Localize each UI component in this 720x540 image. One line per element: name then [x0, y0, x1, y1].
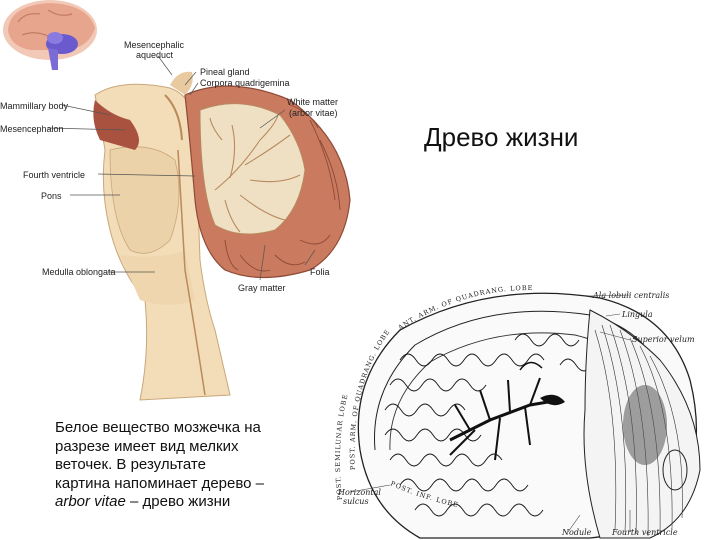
caption-line: разрезе имеет вид мелких [55, 437, 239, 455]
label-medulla-oblongata: Medulla oblongata [42, 267, 116, 277]
cerebellum-section-engraving: ANT. ARM. OF QUADRANG. LOBE POST. ARM. O… [334, 284, 701, 539]
caption-line: Белое вещество мозжечка на [55, 419, 261, 436]
label-mammillary-body: Mammillary body [0, 101, 69, 111]
label-superior-velum: Superior velum [632, 335, 695, 344]
label-sulcus: sulcus [343, 497, 369, 506]
label-fourth-ventricle-engraving: Fourth ventricle [612, 528, 678, 537]
label-ala-lobuli-centralis: Ala lobuli centralis [593, 291, 670, 300]
label-mesencephalic: Mesencephalic [124, 40, 185, 50]
slide-title: Древо жизни [424, 122, 579, 152]
cerebellum-sagittal-illustration [3, 0, 351, 401]
label-aqueduct: aqueduct [136, 50, 174, 60]
arc-label-side: POST. SEMILUNAR LOBE [334, 393, 350, 501]
label-pons: Pons [41, 191, 62, 201]
cerebellum [170, 71, 351, 279]
brain-thumbnail [3, 0, 97, 70]
label-pineal-gland: Pineal gland [200, 67, 250, 77]
caption-line-end: – древо жизни [125, 493, 231, 510]
label-white-matter: White matter [287, 97, 339, 107]
engraving-leader-lines [349, 294, 631, 533]
label-corpora-quadrigemina: Corpora quadrigemina [200, 78, 290, 88]
caption-latin-term: arbor vitae [55, 493, 126, 510]
caption-line: веточек. В результате [55, 456, 206, 473]
label-arbor-vitae: (arbor vitae) [289, 108, 338, 118]
label-mesencephalon: Mesencephalon [0, 124, 64, 134]
caption-line: картина напоминает дерево – [55, 474, 265, 492]
leader-lines [47, 55, 316, 281]
slide-caption: Белое вещество мозжечка на разрезе имеет… [55, 419, 325, 512]
brainstem-fibers [583, 309, 701, 539]
label-horizontal: Horizontal [338, 488, 381, 497]
label-folia: Folia [310, 267, 330, 277]
label-nodule: Nodule [562, 528, 592, 537]
label-gray-matter: Gray matter [238, 283, 286, 293]
label-lingula: Lingula [622, 310, 653, 319]
label-fourth-ventricle: Fourth ventricle [23, 170, 86, 180]
arbor-vitae-branches [449, 361, 565, 461]
